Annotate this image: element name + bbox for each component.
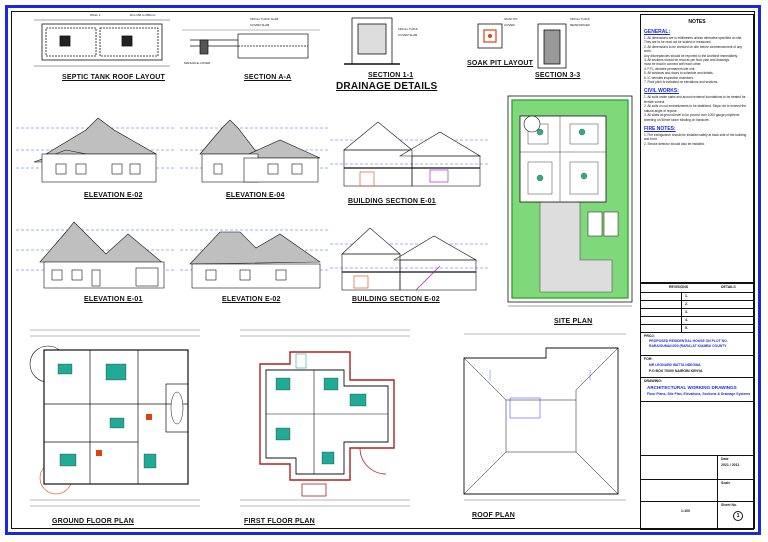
svg-text:COVER SLAB: COVER SLAB <box>250 23 269 27</box>
revision-5: 5. <box>685 326 688 330</box>
project-name: PROPOSED RESIDENTIAL HOUSE ON PLOT NO. R… <box>649 339 728 348</box>
septic-tank-label: SEPTIC TANK ROOF LAYOUT <box>62 74 165 81</box>
building-section-e01-label: BUILDING SECTION E-01 <box>348 198 436 205</box>
section-33-label: SECTION 3-3 <box>535 72 581 79</box>
drawing-title: ARCHITECTURAL WORKING DRAWINGS <box>647 385 737 390</box>
notes-general-3: 2. All dimensions to be checked on site … <box>644 44 742 54</box>
notes-general-6: must be read in connect with each other. <box>644 62 702 67</box>
elevation-e02b-drawing <box>180 229 330 289</box>
notes-civil-1: 1. All soils under slabs and around exte… <box>644 95 746 104</box>
elevation-e04-drawing <box>180 119 330 183</box>
ground-floor-plan-drawing <box>29 329 200 507</box>
svg-text:150mm THICK: 150mm THICK <box>570 17 590 21</box>
notes-general-8: 5. All windows and doors to schedule and… <box>644 71 714 76</box>
sheet-number-circle: 1 <box>733 511 743 521</box>
notes-panel: NOTES GENERAL: 1. All dimensions are in … <box>640 14 754 284</box>
soak-pit-label: SOAK PIT LAYOUT <box>467 60 534 67</box>
revision-3: 3. <box>685 310 688 314</box>
notes-fire-2: 2. Smoke detector should also be install… <box>644 141 705 146</box>
svg-text:COVER SLAB: COVER SLAB <box>398 33 417 37</box>
drawing-label: DRAWING: <box>644 379 663 383</box>
date-value: 2021 / 2011 <box>721 463 740 467</box>
revision-2: 2. <box>685 302 688 306</box>
revision-1: 1. <box>685 294 688 298</box>
notes-general-1: 1. All dimensions are in millimetres unl… <box>644 36 743 40</box>
notes-general-4: Any discrepancies should be reported to … <box>644 53 738 58</box>
drawing-subtitle: Floor Plans, Site Plan, Elevations, Sect… <box>647 392 751 396</box>
notes-civil-3: 3. All slabs at ground level to be poure… <box>644 113 740 122</box>
client-name: MR LEONARD WATTA NDEGWA <box>649 363 701 367</box>
revisions-header: REVISIONS <box>669 285 689 289</box>
elevation-e02-drawing <box>16 117 176 183</box>
notes-civil-2: 2. All soils on cut embankments to be st… <box>644 104 747 113</box>
notes-general-heading: GENERAL: <box>644 29 671 35</box>
notes-general-10: 7. Roof pitch is indicated on elevations… <box>644 80 719 85</box>
building-section-e01-drawing <box>330 121 490 187</box>
revisions-details-header: DETAILS <box>721 285 736 289</box>
roof-plan-label: ROOF PLAN <box>472 512 516 519</box>
client-label: FOR: <box>644 357 653 361</box>
svg-text:150mm THICK: 150mm THICK <box>398 27 418 31</box>
first-floor-plan-drawing <box>240 329 410 507</box>
ground-floor-plan-label: GROUND FLOOR PLAN <box>52 518 134 525</box>
svg-text:REINFORCED: REINFORCED <box>570 23 591 27</box>
drainage-details-title: DRAINAGE DETAILS <box>336 81 438 92</box>
sheet-number: 1 <box>736 513 740 519</box>
elevation-e02b-label: ELEVATION E-02 <box>222 296 281 303</box>
notes-fire-1: 1. Fire extinguisher should be installed… <box>644 132 747 142</box>
notes-civil-heading: CIVIL WORKS: <box>644 88 679 95</box>
sheet-label: Sheet No. <box>721 503 738 507</box>
scale-label: Scale <box>721 481 731 485</box>
building-section-e02-drawing <box>330 227 490 291</box>
site-plan-label: SITE PLAN <box>554 318 593 325</box>
svg-text:COVER: COVER <box>504 23 516 27</box>
notes-general-7: 4. F.F.L denotes permanent site unit. <box>644 66 696 71</box>
site-plan-drawing <box>507 95 633 307</box>
septic-tank-drawing: WALL 1 Dim 150 to 250mm <box>34 13 170 67</box>
svg-text:Dim 150 to 250mm: Dim 150 to 250mm <box>130 13 156 17</box>
section-33-drawing: 150mm THICK REINFORCED <box>537 17 591 69</box>
section-11-label: SECTION 1-1 <box>368 72 414 79</box>
sheet-border <box>11 11 755 529</box>
first-floor-plan-label: FIRST FLOOR PLAN <box>244 518 315 525</box>
building-section-e02-label: BUILDING SECTION E-02 <box>352 296 440 303</box>
elevation-e01-label: ELEVATION E-01 <box>84 296 143 303</box>
notes-general-9: 6. IC denotes inspection chambers. <box>644 75 694 80</box>
scale-value: 1:100 <box>681 509 690 513</box>
elevation-e04-label: ELEVATION E-04 <box>226 192 285 199</box>
notes-fire-heading: FIRE NOTES: <box>644 125 676 132</box>
svg-text:MANHOLE COVER: MANHOLE COVER <box>184 61 211 65</box>
notes-general-5: 3. All sections should be read as per fl… <box>644 58 730 63</box>
section-11-drawing: 150mm THICK COVER SLAB <box>344 17 418 65</box>
svg-text:150mm THICK SLAB: 150mm THICK SLAB <box>250 17 278 21</box>
section-aa-drawing: 150mm THICK SLAB COVER SLAB MANHOLE COVER <box>182 17 320 65</box>
title-block: REVISIONS DETAILS 1. 2. 3. 4. 5. PROJ: P… <box>640 282 754 530</box>
date-label: Date <box>721 457 729 461</box>
section-aa-label: SECTION A-A <box>244 74 292 81</box>
svg-text:SOAK PIT: SOAK PIT <box>504 17 518 21</box>
notes-title: NOTES <box>688 19 706 25</box>
revision-4: 4. <box>685 318 688 322</box>
svg-text:WALL 1: WALL 1 <box>90 13 101 17</box>
client-address: P.O BOX 70000 NAIROBI KENYA <box>649 369 703 373</box>
notes-general-2: They are to be read not be scaled or mea… <box>644 40 712 45</box>
project-label: PROJ: <box>644 334 655 338</box>
roof-plan-drawing <box>463 333 626 501</box>
elevation-e02-label: ELEVATION E-02 <box>84 192 143 199</box>
soak-pit-drawing: SOAK PIT COVER <box>477 17 518 49</box>
elevation-e01-drawing <box>16 221 176 289</box>
